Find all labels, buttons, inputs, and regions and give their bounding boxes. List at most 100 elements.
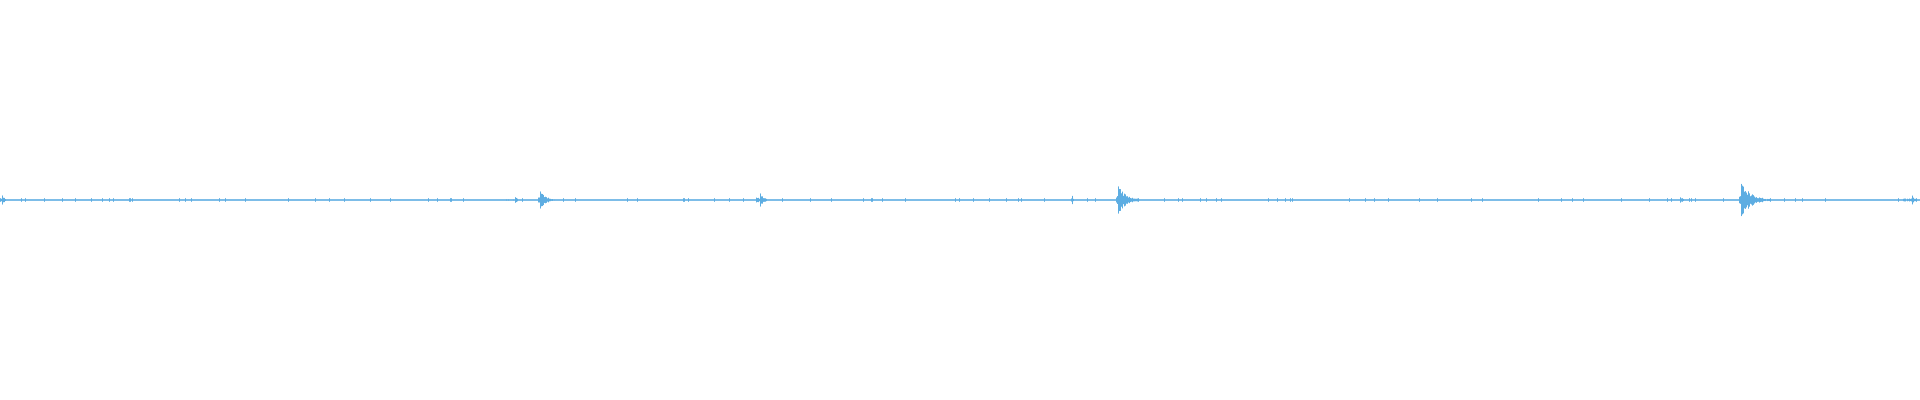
waveform-sample (960, 199, 961, 201)
waveform-sample (204, 199, 205, 201)
waveform-sample (1721, 199, 1722, 201)
waveform-sample (262, 199, 263, 201)
waveform-sample (754, 199, 755, 201)
waveform-sample (682, 199, 683, 201)
waveform-sample (1250, 199, 1251, 201)
waveform-sample (390, 198, 391, 202)
waveform-sample (875, 199, 876, 201)
waveform-sample (484, 199, 485, 201)
waveform-sample (964, 199, 965, 201)
waveform-sample (1412, 199, 1413, 201)
waveform-sample (736, 199, 737, 201)
waveform-sample (70, 199, 71, 201)
waveform-sample (229, 199, 230, 201)
waveform-sample (203, 199, 204, 201)
waveform-sample (1302, 199, 1303, 201)
waveform-sample (245, 198, 246, 202)
waveform-sample (863, 198, 864, 202)
waveform-sample (1031, 199, 1032, 201)
waveform-sample (1790, 199, 1791, 201)
waveform-sample (546, 197, 547, 203)
waveform-sample (115, 199, 116, 201)
waveform-sample (662, 199, 663, 201)
waveform-sample (1234, 199, 1235, 201)
waveform-sample (1429, 199, 1430, 201)
waveform-sample (841, 199, 842, 201)
waveform-sample (1338, 199, 1339, 201)
waveform-sample (1918, 199, 1919, 201)
waveform-sample (406, 199, 407, 201)
waveform-sample (1197, 199, 1198, 201)
waveform-sample (435, 199, 436, 201)
waveform-sample (1005, 199, 1006, 201)
waveform-sample (1676, 199, 1677, 201)
waveform-sample (404, 199, 405, 201)
waveform-sample (612, 199, 613, 201)
waveform-sample (1339, 199, 1340, 201)
waveform-sample (878, 199, 879, 201)
waveform-sample (1019, 199, 1020, 201)
waveform-sample (1899, 199, 1900, 201)
waveform-sample (882, 198, 883, 202)
waveform-sample (1705, 199, 1706, 201)
waveform-sample (804, 199, 805, 201)
waveform-sample (671, 199, 672, 201)
waveform-sample (1873, 199, 1874, 201)
waveform-sample (1292, 198, 1293, 202)
waveform-sample (1802, 198, 1803, 202)
waveform-sample (180, 199, 181, 201)
waveform-sample (627, 198, 628, 202)
waveform-sample (1464, 199, 1465, 201)
waveform-sample (1779, 199, 1780, 201)
waveform-sample (1773, 199, 1774, 201)
waveform-sample (799, 199, 800, 201)
waveform-sample (747, 199, 748, 201)
waveform-sample (1604, 199, 1605, 201)
waveform-sample (895, 199, 896, 201)
waveform-sample (1237, 199, 1238, 201)
waveform-sample (1399, 199, 1400, 201)
waveform-sample (1730, 199, 1731, 201)
waveform-sample (248, 199, 249, 201)
waveform-sample (1681, 198, 1682, 202)
waveform-sample (856, 199, 857, 201)
waveform-sample (329, 198, 330, 202)
waveform-sample (1103, 199, 1104, 201)
waveform-sample (971, 199, 972, 201)
waveform-sample (114, 199, 115, 201)
waveform-sample (376, 199, 377, 201)
waveform-sample (883, 199, 884, 201)
waveform-sample (649, 199, 650, 201)
waveform-sample (1558, 199, 1559, 201)
waveform-sample (1541, 199, 1542, 201)
waveform-sample (178, 199, 179, 201)
waveform-sample (1244, 199, 1245, 201)
waveform-sample (441, 199, 442, 201)
waveform-sample (323, 199, 324, 201)
waveform-sample (568, 199, 569, 201)
waveform-sample (1862, 199, 1863, 201)
waveform-sample (839, 199, 840, 201)
waveform-sample (1519, 199, 1520, 201)
waveform-sample (1109, 199, 1110, 201)
waveform-sample (1898, 198, 1899, 202)
waveform-sample (1846, 199, 1847, 201)
waveform-sample (232, 199, 233, 201)
waveform-sample (1294, 199, 1295, 201)
waveform-sample (1887, 199, 1888, 201)
waveform-sample (367, 199, 368, 201)
waveform-sample (1139, 199, 1140, 201)
waveform-sample (1533, 199, 1534, 201)
waveform-sample (1269, 199, 1270, 201)
waveform-sample (633, 199, 634, 201)
waveform-sample (1706, 199, 1707, 201)
waveform-sample (1312, 199, 1313, 201)
waveform-sample (17, 199, 18, 201)
waveform-sample (1724, 199, 1725, 201)
waveform-sample (469, 199, 470, 201)
waveform-sample (140, 199, 141, 201)
waveform-sample (241, 199, 242, 201)
waveform-sample (990, 199, 991, 201)
waveform-sample (1662, 199, 1663, 201)
waveform-sample (789, 199, 790, 201)
